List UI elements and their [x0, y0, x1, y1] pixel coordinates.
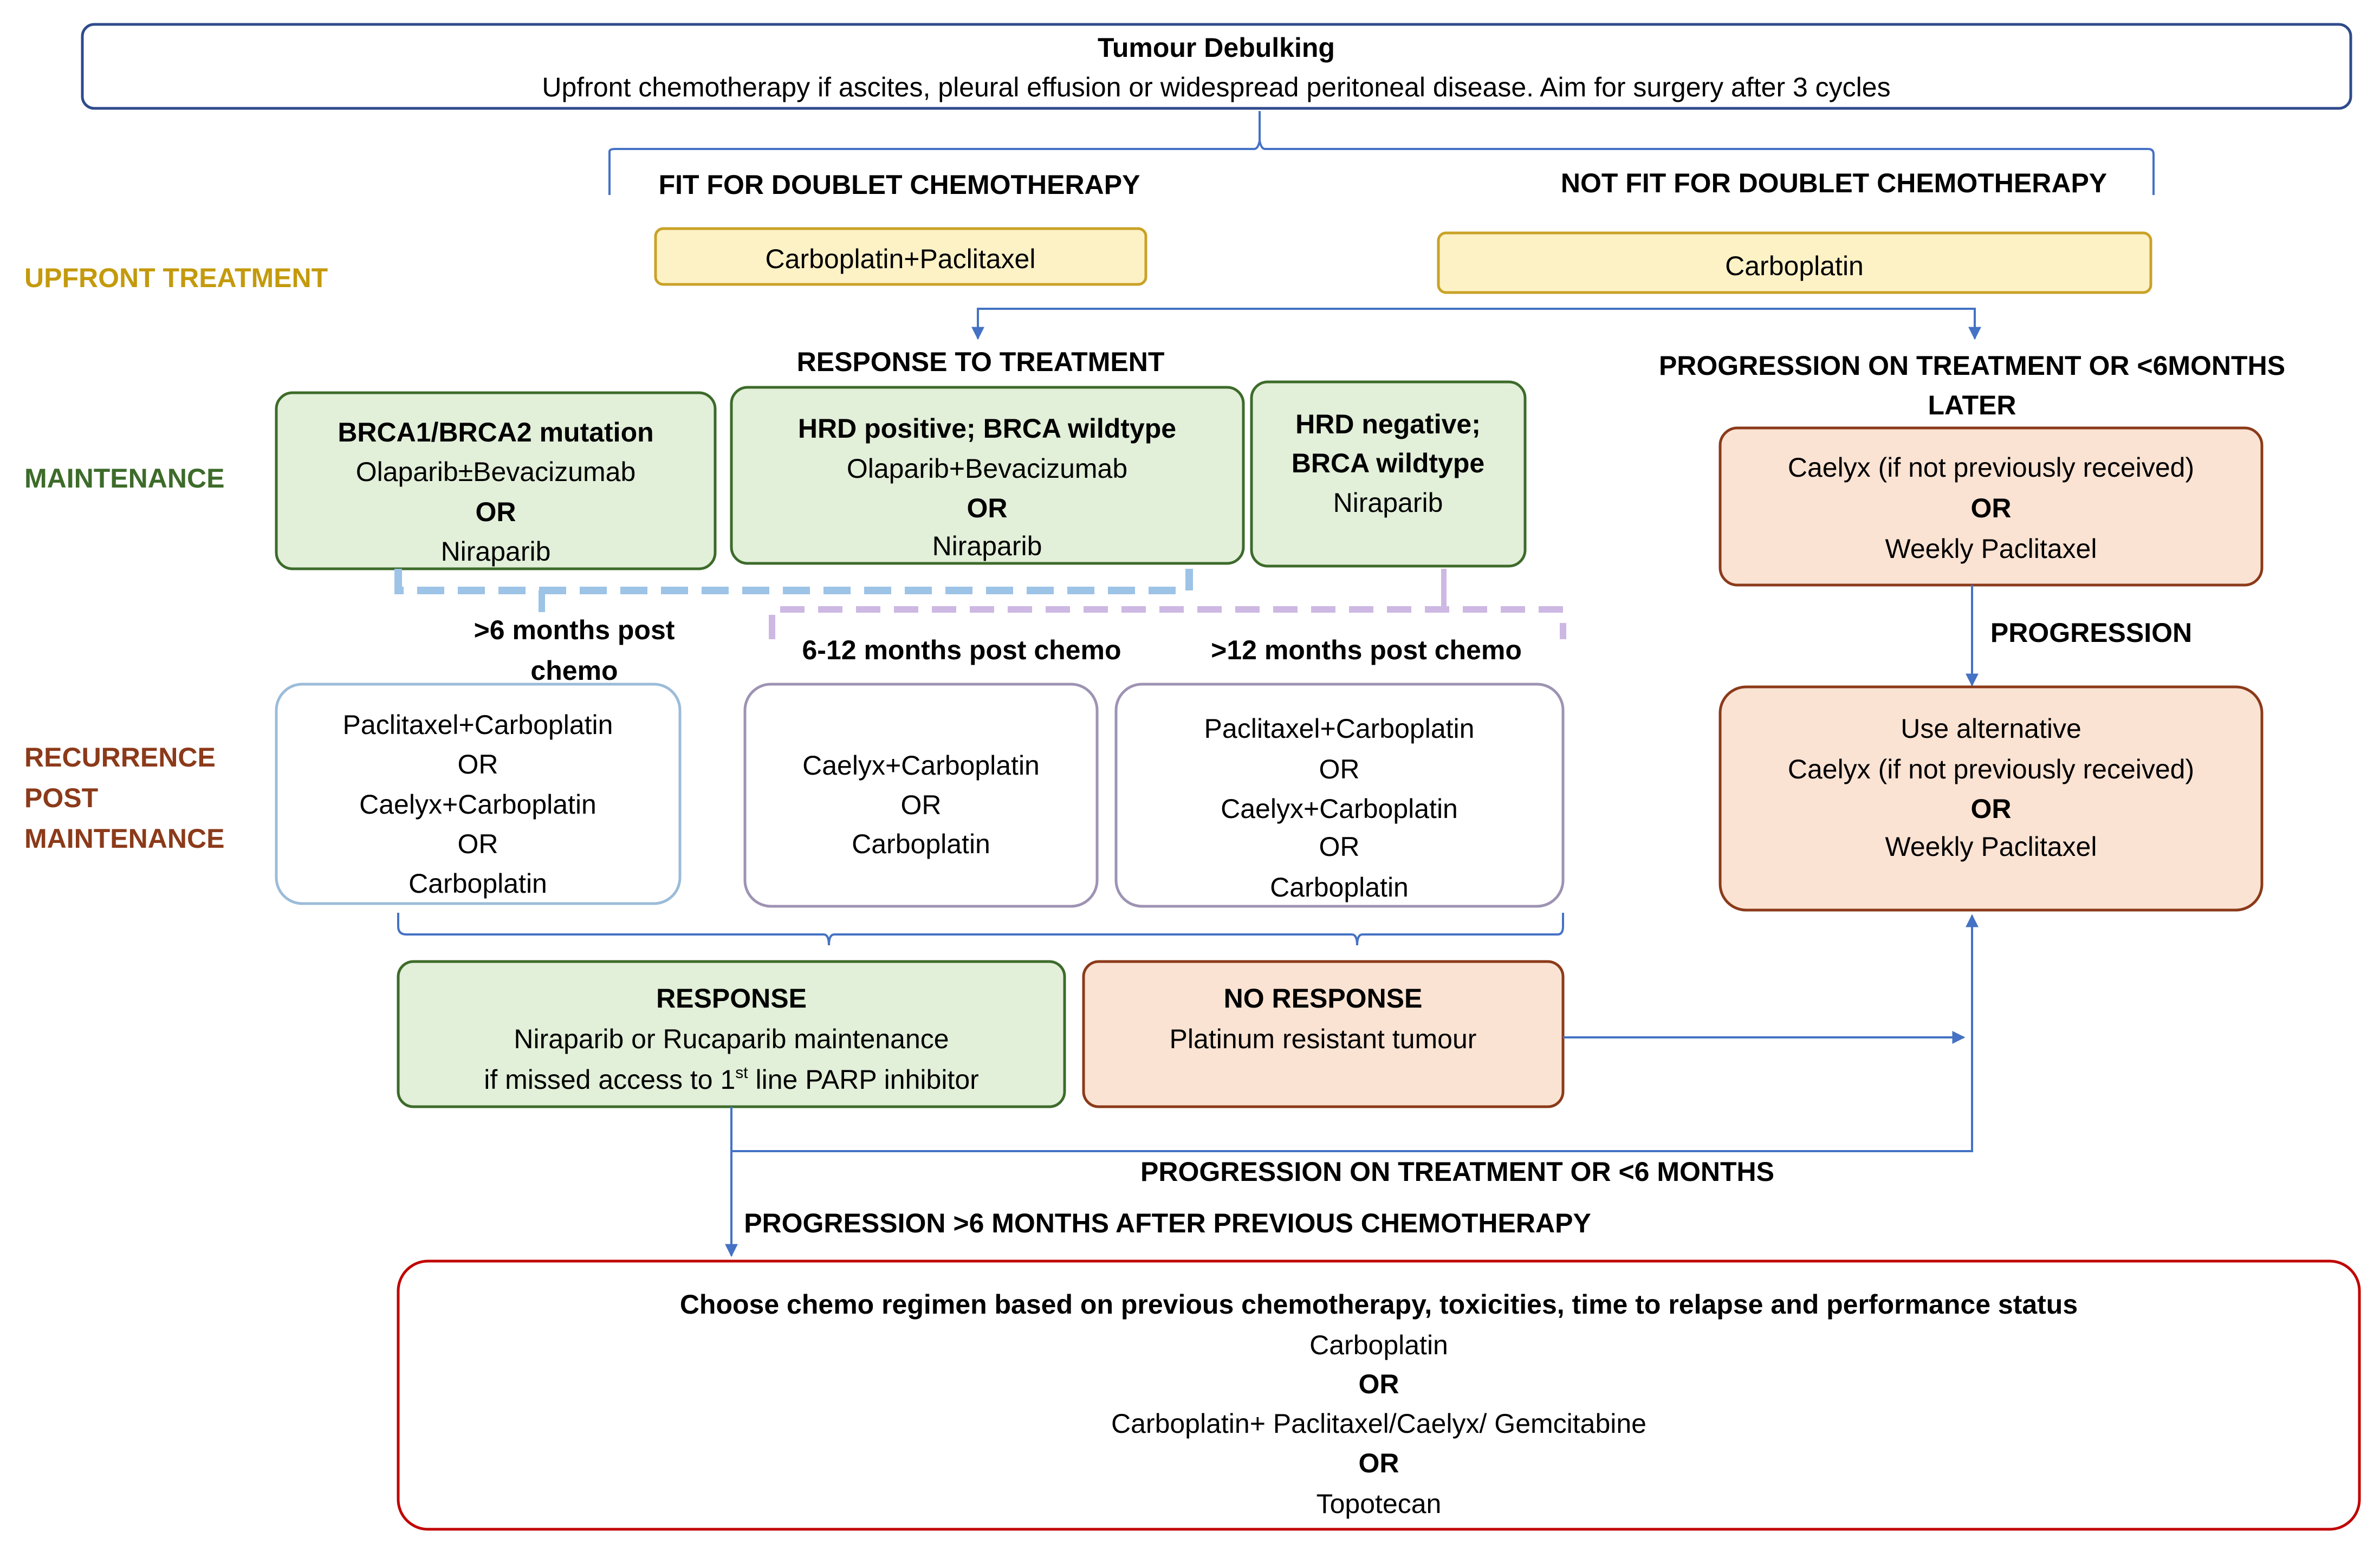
alternative-line2: Weekly Paclitaxel [1885, 832, 2097, 862]
six-to-twelve-label: 6-12 months post chemo [802, 635, 1121, 665]
upfront-single-text: Carboplatin [1725, 251, 1864, 281]
maintenance-hrd-negative-box [1250, 380, 1527, 568]
recurrence-6-12-line2: Carboplatin [852, 829, 990, 859]
upfront-doublet-box [654, 227, 1147, 286]
final-regimen-box [397, 1259, 2361, 1531]
recurrence-over12-or2: OR [1319, 832, 1360, 862]
maintenance-brca-or: OR [476, 497, 516, 527]
recurrence-over6-or1: OR [458, 749, 498, 780]
response-line2a: if missed access to 1 [484, 1064, 735, 1095]
recurrence-over6-or2: OR [458, 829, 498, 859]
recurrence-6-12-line1: Caelyx+Carboplatin [802, 750, 1040, 781]
recurrence-bracket [397, 913, 1564, 946]
final-line2: Carboplatin+ Paclitaxel/Caelyx/ Gemcitab… [1111, 1408, 1646, 1439]
row-label-upfront: UPFRONT TREATMENT [24, 263, 328, 293]
maintenance-hrd-negative-title1: HRD negative; [1295, 409, 1481, 439]
progression-on-treatment-label-2: LATER [1928, 390, 2016, 420]
blue-dashed-brace [394, 569, 1193, 594]
branch-brace [608, 111, 2155, 195]
progression-on-treatment-label-1: PROGRESSION ON TREATMENT OR <6MONTHS [1659, 350, 2285, 381]
recurrence-over6-line1: Paclitaxel+Carboplatin [343, 710, 613, 740]
no-response-line1: Platinum resistant tumour [1170, 1024, 1477, 1054]
over6-label-1: >6 months post [474, 615, 675, 645]
response-to-treatment-label: RESPONSE TO TREATMENT [797, 347, 1165, 377]
not-fit-label: NOT FIT FOR DOUBLET CHEMOTHERAPY [1561, 168, 2107, 198]
maintenance-hrd-positive-or: OR [967, 493, 1008, 523]
final-line3: Topotecan [1317, 1489, 1442, 1519]
maintenance-brca-title: BRCA1/BRCA2 mutation [338, 417, 653, 447]
second-line-text1: Caelyx (if not previously received) [1788, 452, 2194, 483]
recurrence-over12-line2: Caelyx+Carboplatin [1221, 794, 1458, 824]
upfront-connector [977, 308, 1981, 340]
row-label-recurrence-1: RECURRENCE [24, 742, 216, 772]
second-line-text2: Weekly Paclitaxel [1885, 534, 2097, 564]
fit-label: FIT FOR DOUBLET CHEMOTHERAPY [659, 170, 1140, 200]
maintenance-hrd-positive-line1: Olaparib+Bevacizumab [847, 453, 1127, 484]
maintenance-hrd-positive-title: HRD positive; BRCA wildtype [798, 413, 1176, 444]
lavender-dashed-brace [769, 606, 1566, 639]
response-title: RESPONSE [656, 983, 807, 1014]
response-line2b: line PARP inhibitor [748, 1064, 979, 1095]
recurrence-over12-or1: OR [1319, 754, 1360, 784]
maintenance-hrd-negative-title2: BRCA wildtype [1292, 448, 1485, 478]
maintenance-brca-box [275, 391, 717, 570]
final-line1: Carboplatin [1309, 1330, 1448, 1360]
recurrence-over6-line3: Carboplatin [408, 868, 547, 899]
recurrence-over12-line3: Carboplatin [1270, 872, 1409, 902]
maintenance-brca-line2: Niraparib [441, 536, 551, 567]
progression-lt6-label: PROGRESSION ON TREATMENT OR <6 MONTHS [1140, 1157, 1774, 1187]
tumour-debulking-box [81, 23, 2352, 110]
final-title: Choose chemo regimen based on previous c… [680, 1289, 2078, 1320]
alternative-line1: Caelyx (if not previously received) [1788, 754, 2194, 784]
row-label-recurrence-3: MAINTENANCE [24, 823, 224, 854]
second-line-box [1718, 426, 2264, 587]
over12-label: >12 months post chemo [1211, 635, 1522, 665]
final-or2: OR [1359, 1448, 1399, 1478]
no-response-title: NO RESPONSE [1224, 983, 1423, 1014]
row-label-maintenance: MAINTENANCE [24, 463, 224, 493]
maintenance-hrd-negative-line1: Niraparib [1333, 488, 1443, 518]
alternative-or: OR [1971, 794, 2012, 824]
recurrence-over12-line1: Paclitaxel+Carboplatin [1204, 713, 1475, 744]
recurrence-over6-line2: Caelyx+Carboplatin [359, 789, 596, 820]
second-line-or: OR [1971, 493, 2012, 523]
tumour-debulking-title: Tumour Debulking [1098, 33, 1335, 63]
recurrence-6-12-or: OR [901, 790, 942, 820]
no-response-box [1082, 960, 1565, 1108]
upfront-single-box [1437, 231, 2152, 294]
upfront-doublet-text: Carboplatin+Paclitaxel [766, 244, 1036, 274]
maintenance-brca-line1: Olaparib±Bevacizumab [356, 457, 636, 487]
alternative-line0: Use alternative [1901, 713, 2081, 744]
recurrence-over12-box [1114, 683, 1565, 908]
response-line2-sup: st [735, 1064, 748, 1082]
final-or1: OR [1359, 1369, 1399, 1399]
maintenance-hrd-positive-line2: Niraparib [932, 531, 1042, 561]
tumour-debulking-subtitle: Upfront chemotherapy if ascites, pleural… [542, 72, 1890, 102]
progression-gt6-label: PROGRESSION >6 MONTHS AFTER PREVIOUS CHE… [744, 1208, 1591, 1238]
alternative-box [1718, 685, 2264, 912]
recurrence-6-12-box [743, 683, 1099, 908]
progression-lt6-connector [731, 914, 1979, 1152]
progression-label: PROGRESSION [1990, 618, 2192, 648]
over6-label-2: chemo [530, 655, 618, 686]
row-label-recurrence-2: POST [24, 783, 98, 813]
response-line2: if missed access to 1st line PARP inhibi… [484, 1064, 979, 1095]
recurrence-over6-box [275, 683, 682, 905]
maintenance-hrd-positive-box [730, 386, 1245, 565]
response-line1: Niraparib or Rucaparib maintenance [514, 1024, 949, 1054]
